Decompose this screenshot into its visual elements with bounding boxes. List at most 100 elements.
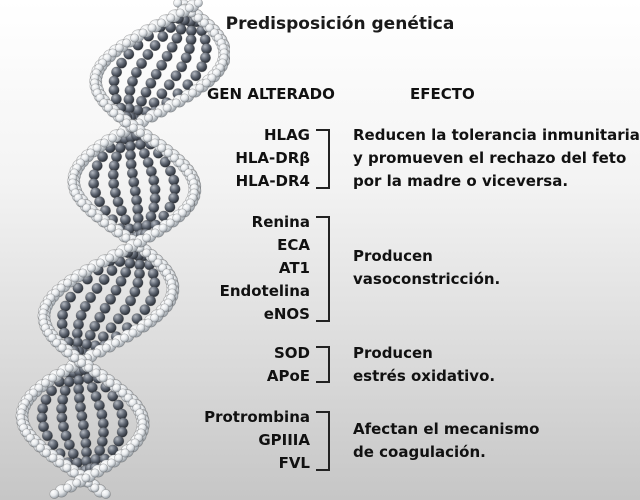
dna-atom	[190, 70, 202, 82]
dna-atom	[157, 30, 169, 42]
dna-atom	[82, 203, 92, 213]
dna-atom	[130, 67, 142, 79]
dna-atom	[114, 43, 124, 53]
gene-name: Protrombina	[204, 408, 310, 426]
dna-atom	[56, 368, 66, 378]
gene-column-header: GEN ALTERADO	[207, 85, 335, 103]
dna-atom	[175, 8, 185, 18]
dna-atom	[112, 313, 124, 325]
dna-atom	[92, 348, 102, 358]
dna-atom	[175, 23, 187, 35]
dna-atom	[95, 258, 105, 268]
dna-atom	[116, 57, 128, 69]
dna-atom	[49, 489, 60, 499]
dna-atom	[76, 410, 88, 422]
dna-atom	[136, 95, 148, 107]
dna-atom	[170, 153, 180, 163]
dna-atom	[157, 143, 167, 153]
dna-atom	[128, 123, 138, 133]
effect-line: Producen	[353, 247, 433, 265]
dna-atom	[35, 443, 45, 453]
dna-atom	[142, 233, 152, 243]
dna-atom	[161, 50, 173, 62]
dna-atom	[64, 363, 74, 373]
gene-name: APoE	[266, 367, 310, 385]
dna-atom	[136, 323, 146, 333]
dna-atom	[94, 196, 106, 208]
dna-atom	[106, 458, 116, 468]
dna-atom	[145, 211, 157, 223]
gene-list: Protrombina GPIIIA FVL	[204, 406, 310, 475]
dna-atom	[138, 148, 150, 160]
dna-atom	[96, 408, 108, 420]
dna-atom	[148, 175, 160, 187]
effect-text: Producen vasoconstricción.	[353, 245, 638, 291]
dna-atom	[120, 448, 130, 458]
dna-atom	[145, 77, 157, 89]
dna-atom	[48, 373, 58, 383]
gene-list: SOD APoE	[267, 342, 310, 388]
dna-atom	[172, 213, 182, 223]
dna-atom	[124, 243, 134, 253]
dna-atom	[70, 353, 80, 363]
gene-name: ECA	[277, 236, 310, 254]
dna-atom	[90, 187, 102, 199]
dna-atom	[107, 133, 117, 143]
dna-atom	[147, 23, 157, 33]
dna-atom	[150, 313, 160, 323]
group-bracket	[316, 129, 330, 189]
dna-atom	[199, 52, 211, 64]
dna-atom	[100, 218, 110, 228]
dna-atom	[196, 61, 208, 73]
dna-atom	[58, 327, 70, 339]
dna-atom	[114, 228, 124, 238]
dna-atom	[91, 282, 103, 294]
dna-atom	[113, 435, 125, 447]
dna-atom	[112, 399, 124, 411]
dna-atom	[114, 453, 124, 463]
dna-atom	[163, 148, 173, 158]
dna-atom	[168, 192, 180, 204]
dna-atom	[86, 381, 98, 393]
dna-atom	[126, 443, 136, 453]
dna-atom	[150, 228, 160, 238]
dna-atom	[101, 489, 111, 499]
group-bracket	[316, 216, 330, 322]
dna-atom	[120, 266, 132, 278]
dna-atom	[56, 318, 68, 330]
dna-atom	[110, 93, 122, 105]
dna-atom	[98, 373, 108, 383]
dna-atom	[70, 273, 80, 283]
dna-atom	[87, 208, 97, 218]
dna-atom	[56, 412, 68, 424]
gene-name: eNOS	[263, 305, 310, 323]
dna-atom	[79, 300, 91, 312]
dna-atom	[99, 138, 109, 148]
dna-atom	[86, 263, 96, 273]
dna-atom	[108, 84, 120, 96]
dna-atom	[36, 412, 48, 424]
dna-atom	[63, 348, 73, 358]
dna-atom	[139, 304, 151, 316]
dna-atom	[165, 218, 175, 228]
dna-atom	[176, 61, 188, 73]
dna-atom	[150, 138, 160, 148]
dna-atom	[123, 48, 135, 60]
dna-atom	[129, 185, 141, 197]
dna-atom	[90, 483, 100, 493]
dna-atom	[133, 238, 143, 248]
gene-name: Endotelina	[219, 282, 310, 300]
dna-atom	[129, 286, 141, 298]
dna-atom	[207, 73, 217, 83]
effect-text: Reducen la tolerancia inmunitaria y prom…	[353, 124, 640, 193]
dna-atom	[111, 338, 121, 348]
dna-atom	[101, 343, 111, 353]
dna-atom	[155, 308, 165, 318]
dna-atom	[85, 291, 97, 303]
dna-atom	[105, 253, 115, 263]
page-title: Predisposición genética	[225, 14, 455, 34]
effect-text: Afectan el mecanismo de coagulación.	[353, 418, 638, 464]
dna-atom	[130, 33, 140, 43]
effect-line: vasoconstricción.	[353, 270, 501, 288]
dna-atom	[122, 118, 132, 128]
